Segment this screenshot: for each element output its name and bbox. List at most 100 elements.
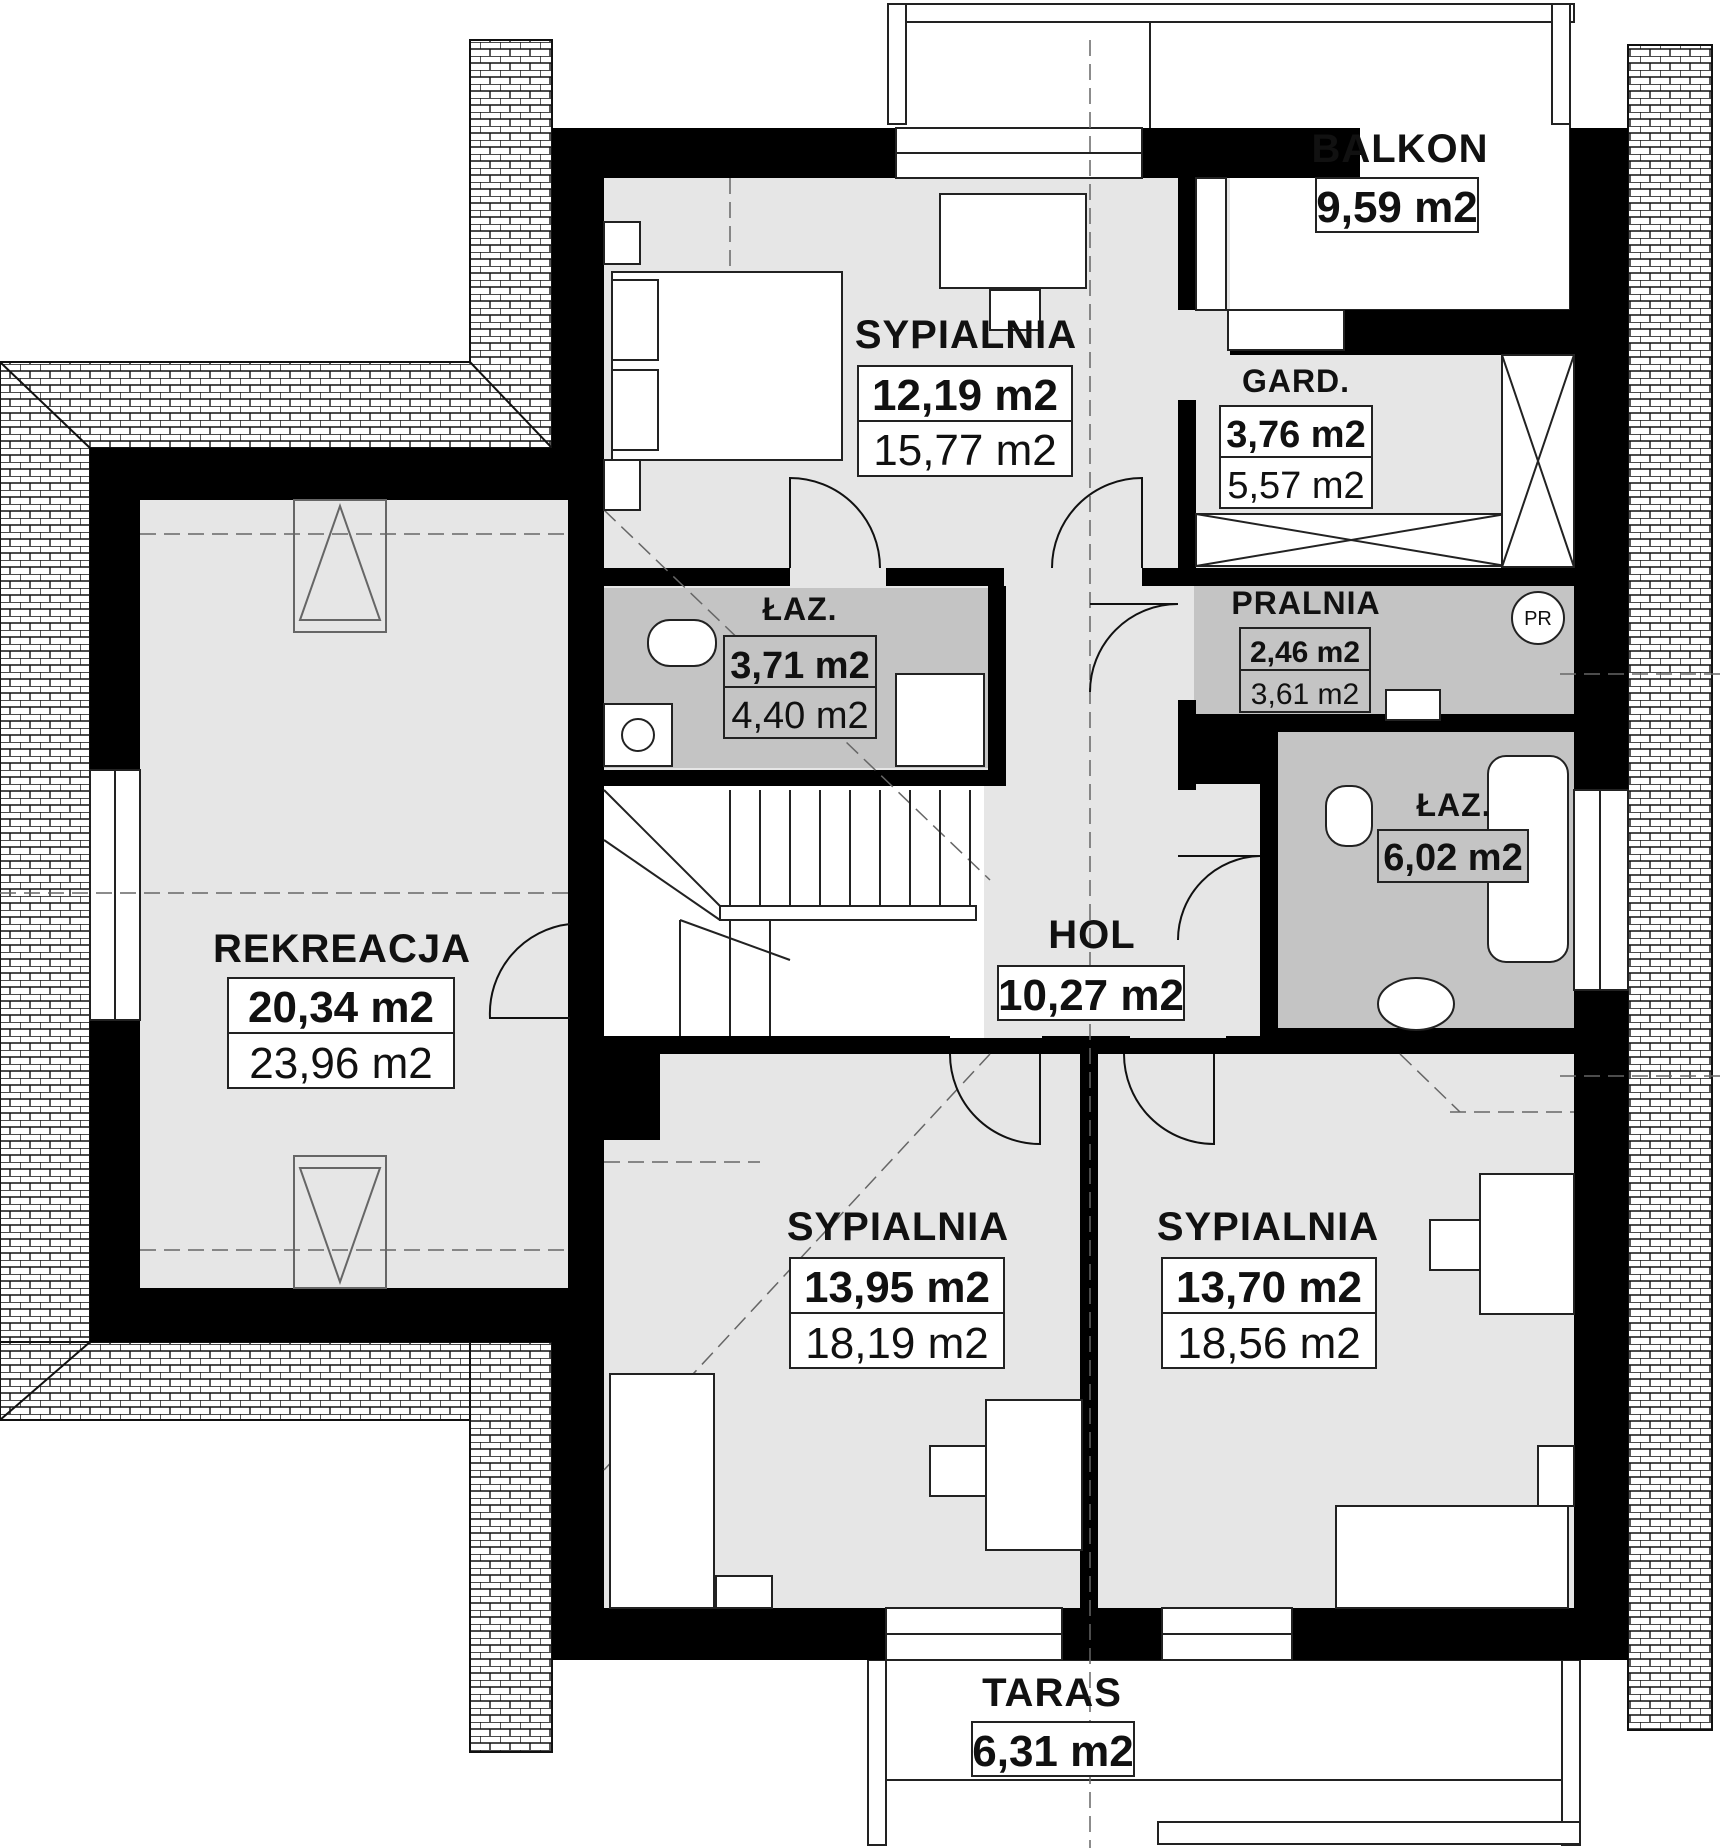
boiler: [603, 703, 673, 767]
chair: [929, 1445, 987, 1497]
area-gross-pralnia: 3,61 m2: [1251, 678, 1359, 711]
room-name-hol: HOL: [1048, 913, 1135, 957]
washing-machine: [1511, 591, 1565, 645]
roof-edge-line: [0, 1341, 91, 1421]
floor-stairs: [604, 786, 984, 1038]
pillow: [611, 279, 659, 361]
windows: [89, 127, 1629, 1661]
door-swing: [1089, 603, 1179, 693]
wall: [1260, 728, 1278, 1028]
floor-rekreacja: [140, 500, 568, 1288]
terrace: [867, 1659, 1581, 1846]
area-net-hol: 10,27 m2: [998, 971, 1184, 1020]
terrace-railing: [867, 1659, 887, 1846]
desk: [939, 193, 1087, 289]
wall: [1260, 1028, 1574, 1046]
door-swing: [488, 923, 571, 1019]
label-laz-2: ŁAZ. 6,02 m2: [1377, 787, 1529, 883]
nightstand: [715, 1575, 773, 1609]
terrace-railing: [1561, 1659, 1581, 1846]
label-sypialnia-bl: SYPIALNIA 13,95 m2 18,19 m2: [787, 1205, 1009, 1369]
area-gross-sypialnia-top: 15,77 m2: [873, 426, 1056, 475]
roof-tile-bottom-left: [469, 1341, 553, 1753]
label-balkon: BALKON 9,59 m2: [1311, 127, 1488, 233]
nightstand: [1537, 1445, 1575, 1507]
area-net-sypialnia-br: 13,70 m2: [1176, 1263, 1362, 1312]
toilet: [1325, 785, 1373, 847]
label-laz-1: ŁAZ. 3,71 m2 4,40 m2: [723, 591, 877, 739]
wall: [604, 1054, 660, 1140]
door-swing: [1123, 1053, 1215, 1146]
window: [1195, 177, 1227, 311]
wall: [1178, 178, 1196, 310]
room-name-taras: TARAS: [982, 1671, 1122, 1715]
label-sypialnia-top: SYPIALNIA 12,19 m2 15,77 m2: [855, 313, 1077, 477]
terrace-railing: [1157, 1821, 1581, 1845]
area-net-laz-1: 3,71 m2: [730, 645, 869, 687]
area-net-balkon: 9,59 m2: [1316, 183, 1477, 232]
wall: [604, 770, 1004, 786]
roof-tile-top-right: [1627, 44, 1713, 1731]
room-name-laz-1: ŁAZ.: [762, 591, 837, 627]
room-name-sypialnia-br: SYPIALNIA: [1157, 1205, 1379, 1249]
doors: [488, 476, 1261, 1146]
wall: [604, 1036, 950, 1054]
door-swing: [1051, 476, 1143, 569]
wall: [1178, 400, 1196, 580]
label-hol: HOL 10,27 m2: [997, 913, 1185, 1021]
area-net-sypialnia-bl: 13,95 m2: [804, 1263, 990, 1312]
area-gross-gard: 5,57 m2: [1227, 465, 1364, 507]
sink: [1377, 977, 1455, 1031]
room-name-gard: GARD.: [1242, 363, 1350, 399]
area-net-sypialnia-top: 12,19 m2: [872, 371, 1058, 420]
area-net-taras: 6,31 m2: [972, 1727, 1133, 1776]
washing-machine-label: PR: [1524, 608, 1552, 630]
skylight: [293, 1155, 387, 1289]
skylight: [293, 499, 387, 633]
wall: [604, 568, 790, 586]
skylights: [293, 499, 387, 1289]
door-swing: [1177, 855, 1261, 941]
interior-walls: [570, 178, 1574, 1660]
door-swing: [949, 1053, 1041, 1146]
room-name-laz-2: ŁAZ.: [1416, 787, 1491, 823]
stairs: [603, 789, 977, 1036]
wall: [886, 568, 1004, 586]
label-gard: GARD. 3,76 m2 5,57 m2: [1219, 363, 1373, 509]
bed: [609, 1373, 715, 1609]
wall: [1142, 568, 1574, 586]
label-pralnia: PRALNIA 2,46 m2 3,61 m2 PR: [1231, 585, 1552, 713]
area-gross-sypialnia-bl: 18,19 m2: [805, 1319, 988, 1368]
balcony-railing: [1551, 3, 1571, 125]
door-swing: [789, 476, 881, 569]
balcony-railing: [887, 3, 1575, 23]
room-name-pralnia: PRALNIA: [1231, 585, 1380, 621]
wall: [1042, 1036, 1130, 1054]
wall: [1178, 700, 1196, 790]
wall: [1080, 1054, 1098, 1608]
bed: [1335, 1505, 1569, 1609]
furniture: [603, 193, 1575, 1609]
label-taras: TARAS 6,31 m2: [971, 1671, 1135, 1777]
room-name-balkon: BALKON: [1311, 127, 1488, 171]
room-name-sypialnia-bl: SYPIALNIA: [787, 1205, 1009, 1249]
area-net-rekreacja: 20,34 m2: [248, 983, 434, 1032]
roof-edge-line: [0, 361, 91, 449]
nightstand: [603, 459, 641, 511]
shower: [895, 673, 985, 767]
nightstand: [603, 221, 641, 265]
wall: [988, 586, 1006, 786]
area-gross-laz-1: 4,40 m2: [731, 695, 868, 737]
window: [1227, 309, 1345, 351]
area-net-laz-2: 6,02 m2: [1383, 837, 1522, 879]
chair: [989, 289, 1041, 331]
wall: [570, 448, 604, 1660]
room-name-sypialnia-top: SYPIALNIA: [855, 313, 1077, 357]
toilet: [647, 619, 717, 667]
room-name-rekreacja: REKREACJA: [213, 927, 471, 971]
pillow: [611, 369, 659, 451]
label-sypialnia-br: SYPIALNIA 13,70 m2 18,56 m2: [1157, 1205, 1379, 1369]
desk: [1479, 1173, 1575, 1315]
area-net-pralnia: 2,46 m2: [1250, 636, 1360, 669]
